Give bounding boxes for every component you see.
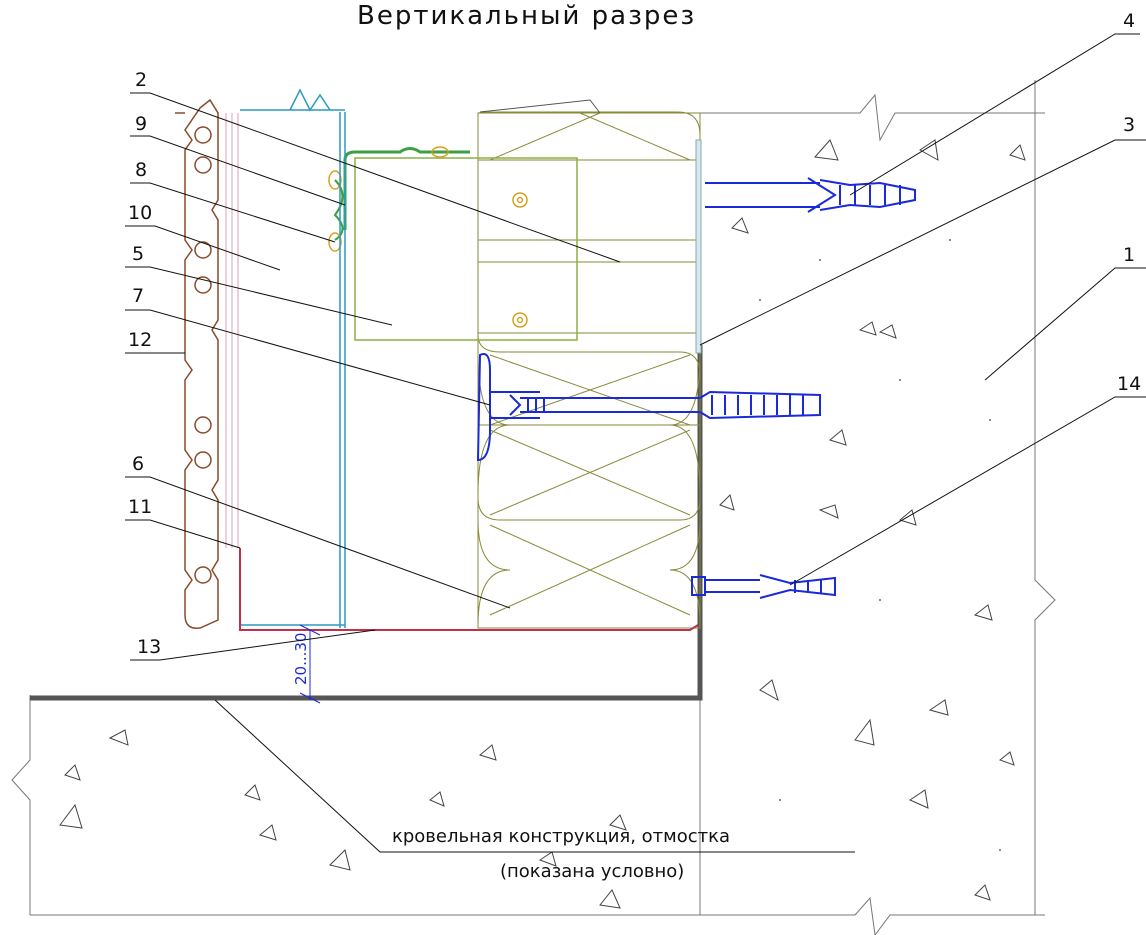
callout-9: 9 (135, 113, 147, 135)
callout-6: 6 (132, 453, 144, 475)
callout-11: 11 (128, 496, 152, 518)
callout-2: 2 (135, 69, 147, 91)
anchor-dowel-icon (705, 177, 916, 213)
callout-10: 10 (128, 202, 152, 224)
leader-lines (125, 33, 1146, 853)
facade-cladding (175, 98, 219, 629)
vertical-profile (240, 88, 346, 628)
dimension-label: 20...30 (292, 633, 310, 685)
insulation (477, 99, 701, 629)
membrane (695, 139, 702, 354)
callout-labels: 4 3 1 14 2 9 8 10 5 7 12 6 11 13 (128, 10, 1141, 658)
note-line-2: (показана условно) (500, 861, 684, 882)
drawing-title: Вертикальный разрез (357, 1, 696, 31)
concrete-wall (30, 80, 1056, 935)
callout-13: 13 (137, 636, 161, 658)
callout-1: 1 (1123, 244, 1135, 266)
callout-7: 7 (132, 285, 144, 307)
base-slab (11, 695, 627, 915)
callout-3: 3 (1123, 114, 1135, 136)
insulation-dowel-icon (476, 353, 821, 462)
callout-12: 12 (128, 329, 152, 351)
small-dowel-icon (691, 574, 836, 599)
note-line-1: кровельная конструкция, отмостка (392, 826, 730, 847)
callout-8: 8 (135, 159, 147, 181)
callout-14: 14 (1117, 373, 1141, 395)
flashing (239, 548, 699, 631)
rivet-icon (328, 146, 449, 252)
callout-4: 4 (1123, 10, 1135, 32)
bracket (354, 157, 578, 341)
callout-5: 5 (132, 243, 144, 265)
clip (343, 147, 470, 230)
sub-profile (225, 113, 239, 548)
dimension-gap (299, 624, 321, 704)
